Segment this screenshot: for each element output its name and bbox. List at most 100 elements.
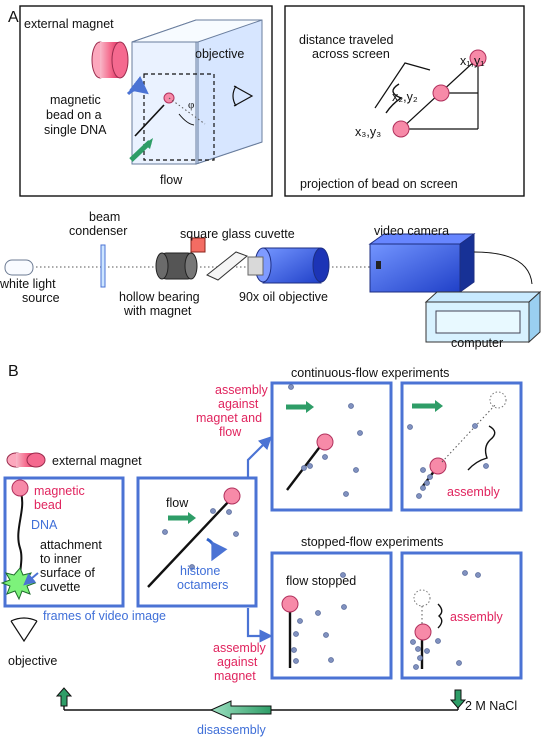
assembly-bottom-3: magnet: [214, 669, 256, 683]
phi-label: φ: [188, 99, 194, 111]
white-light-line2: source: [22, 291, 60, 305]
objective-b-arc: [10, 617, 38, 622]
stop1-histones: [291, 572, 347, 664]
objective-label: objective: [195, 47, 244, 61]
phi-arc-icon: [178, 113, 195, 126]
histone-label-1: histone: [180, 564, 220, 578]
stop2-brace: [437, 603, 443, 629]
coord-3: x₃,y₃: [355, 125, 381, 139]
frame1-attachment-2: to inner: [40, 552, 82, 566]
magnetic-bead-line2: bead on a: [46, 108, 102, 122]
objective-b-icon: [10, 620, 38, 643]
stop2-bead: [414, 623, 432, 641]
disassembly-label: disassembly: [197, 723, 267, 737]
beam-condenser-line2: condenser: [69, 224, 127, 238]
oil-objective-label: 90x oil objective: [239, 290, 328, 304]
rotation-arrow-icon: [126, 76, 149, 96]
stopped-flow-title: stopped-flow experiments: [301, 535, 443, 549]
frame1-bead: [11, 479, 29, 497]
magnetic-bead-line3: single DNA: [44, 123, 107, 137]
dna-strand: [134, 104, 165, 137]
flow-arrow-head-icon: [144, 138, 153, 149]
cont2-dotted-track: [441, 403, 497, 463]
projection-label: projection of bead on screen: [300, 177, 458, 191]
assembly-top-3: magnet and: [196, 411, 262, 425]
hollow-bearing-line1: hollow bearing: [119, 290, 200, 304]
distance-label-line2: across screen: [312, 47, 390, 61]
flow-stopped-label: flow stopped: [286, 574, 356, 588]
projection-diagram: [374, 49, 487, 138]
external-magnet-label: external magnet: [24, 17, 114, 31]
assembly-bottom-2: against: [217, 655, 258, 669]
video-camera-label: video camera: [374, 224, 449, 238]
white-light-line1: white light: [0, 277, 56, 291]
frame1-attachment-4: cuvette: [40, 580, 80, 594]
external-magnet-b-label: external magnet: [52, 454, 142, 468]
panel-a-right-box: [284, 5, 525, 197]
computer-icon: [424, 290, 542, 344]
flow-label-panel-a: flow: [160, 173, 183, 187]
flow-dotted-path: [168, 97, 206, 125]
continuous-flow-title: continuous-flow experiments: [291, 366, 449, 380]
stop2-assembly-label: assembly: [450, 610, 504, 624]
objective-eye-icon: [232, 85, 254, 107]
beam-condenser-icon: [100, 244, 106, 288]
cont2-flow-head-icon: [435, 400, 443, 412]
cuvette-icon: [206, 251, 248, 281]
cont2-bead: [429, 457, 447, 475]
right-down-arrow-icon: [449, 689, 467, 709]
stop1-bead: [281, 595, 299, 613]
frame1-dna-label: DNA: [31, 518, 58, 532]
objective-b-label: objective: [8, 654, 57, 668]
assembly-bottom-1: assembly: [213, 641, 267, 655]
stop2-dotted-bead: [413, 589, 431, 607]
camera-cable: [473, 251, 533, 285]
cont1-bead: [316, 433, 334, 451]
square-cuvette-label: square glass cuvette: [180, 227, 295, 241]
oil-objective-icon: [247, 247, 330, 284]
nacl-label: 2 M NaCl: [465, 699, 517, 713]
panel-a-letter: A: [8, 9, 19, 26]
assembly-top-4: flow: [219, 425, 242, 439]
beam-condenser-line1: beam: [89, 210, 120, 224]
cont2-dotted-bead: [489, 391, 507, 409]
white-light-source-icon: [4, 259, 34, 276]
stopped-frame-1: [270, 551, 393, 680]
cont1-histones: [288, 384, 363, 497]
frame1-attachment-3: surface of: [40, 566, 95, 580]
distance-label-line1: distance traveled: [299, 33, 394, 47]
video-camera-icon: [368, 233, 476, 293]
assembly-top-1: assembly: [215, 383, 269, 397]
assembly-top-2: against: [218, 397, 259, 411]
hollow-bearing-line2: with magnet: [123, 304, 192, 318]
frame2-flow-head-icon: [188, 512, 196, 524]
frame1-bead-label: bead: [34, 498, 62, 512]
left-up-arrow-icon: [55, 687, 73, 707]
stop2-histones: [410, 570, 481, 670]
magnetic-bead-line1: magnetic: [50, 93, 101, 107]
panel-b-letter: B: [8, 363, 19, 380]
frame2-bead: [223, 487, 241, 505]
branch-arrow-top: [246, 436, 272, 478]
external-magnet-b-icon: [6, 452, 46, 468]
frame1-magnetic: magnetic: [34, 484, 85, 498]
frame1-attachment-1: attachment: [40, 538, 102, 552]
frame2-dna: [147, 499, 231, 588]
frame1-pointer: [23, 572, 39, 586]
cuvette-box: [131, 19, 263, 165]
cont2-assembly-label: assembly: [447, 485, 501, 499]
disassembly-arrow-icon: [209, 700, 272, 720]
coord-2: x₂,y₂: [392, 90, 418, 104]
cont2-histones: [407, 423, 489, 499]
frame2-histones: [162, 508, 239, 570]
frame2-flow-label: flow: [166, 496, 189, 510]
histone-label-2: octamers: [177, 578, 228, 592]
cont1-flow-head-icon: [306, 401, 314, 413]
hollow-bearing-icon: [155, 237, 206, 280]
cont2-brace: [467, 425, 496, 471]
frames-of-video-label: frames of video image: [43, 609, 166, 623]
frame2-curved-arrow-icon: [206, 537, 228, 562]
computer-label: computer: [451, 336, 503, 350]
coord-1: x₁,y₁: [460, 54, 484, 68]
